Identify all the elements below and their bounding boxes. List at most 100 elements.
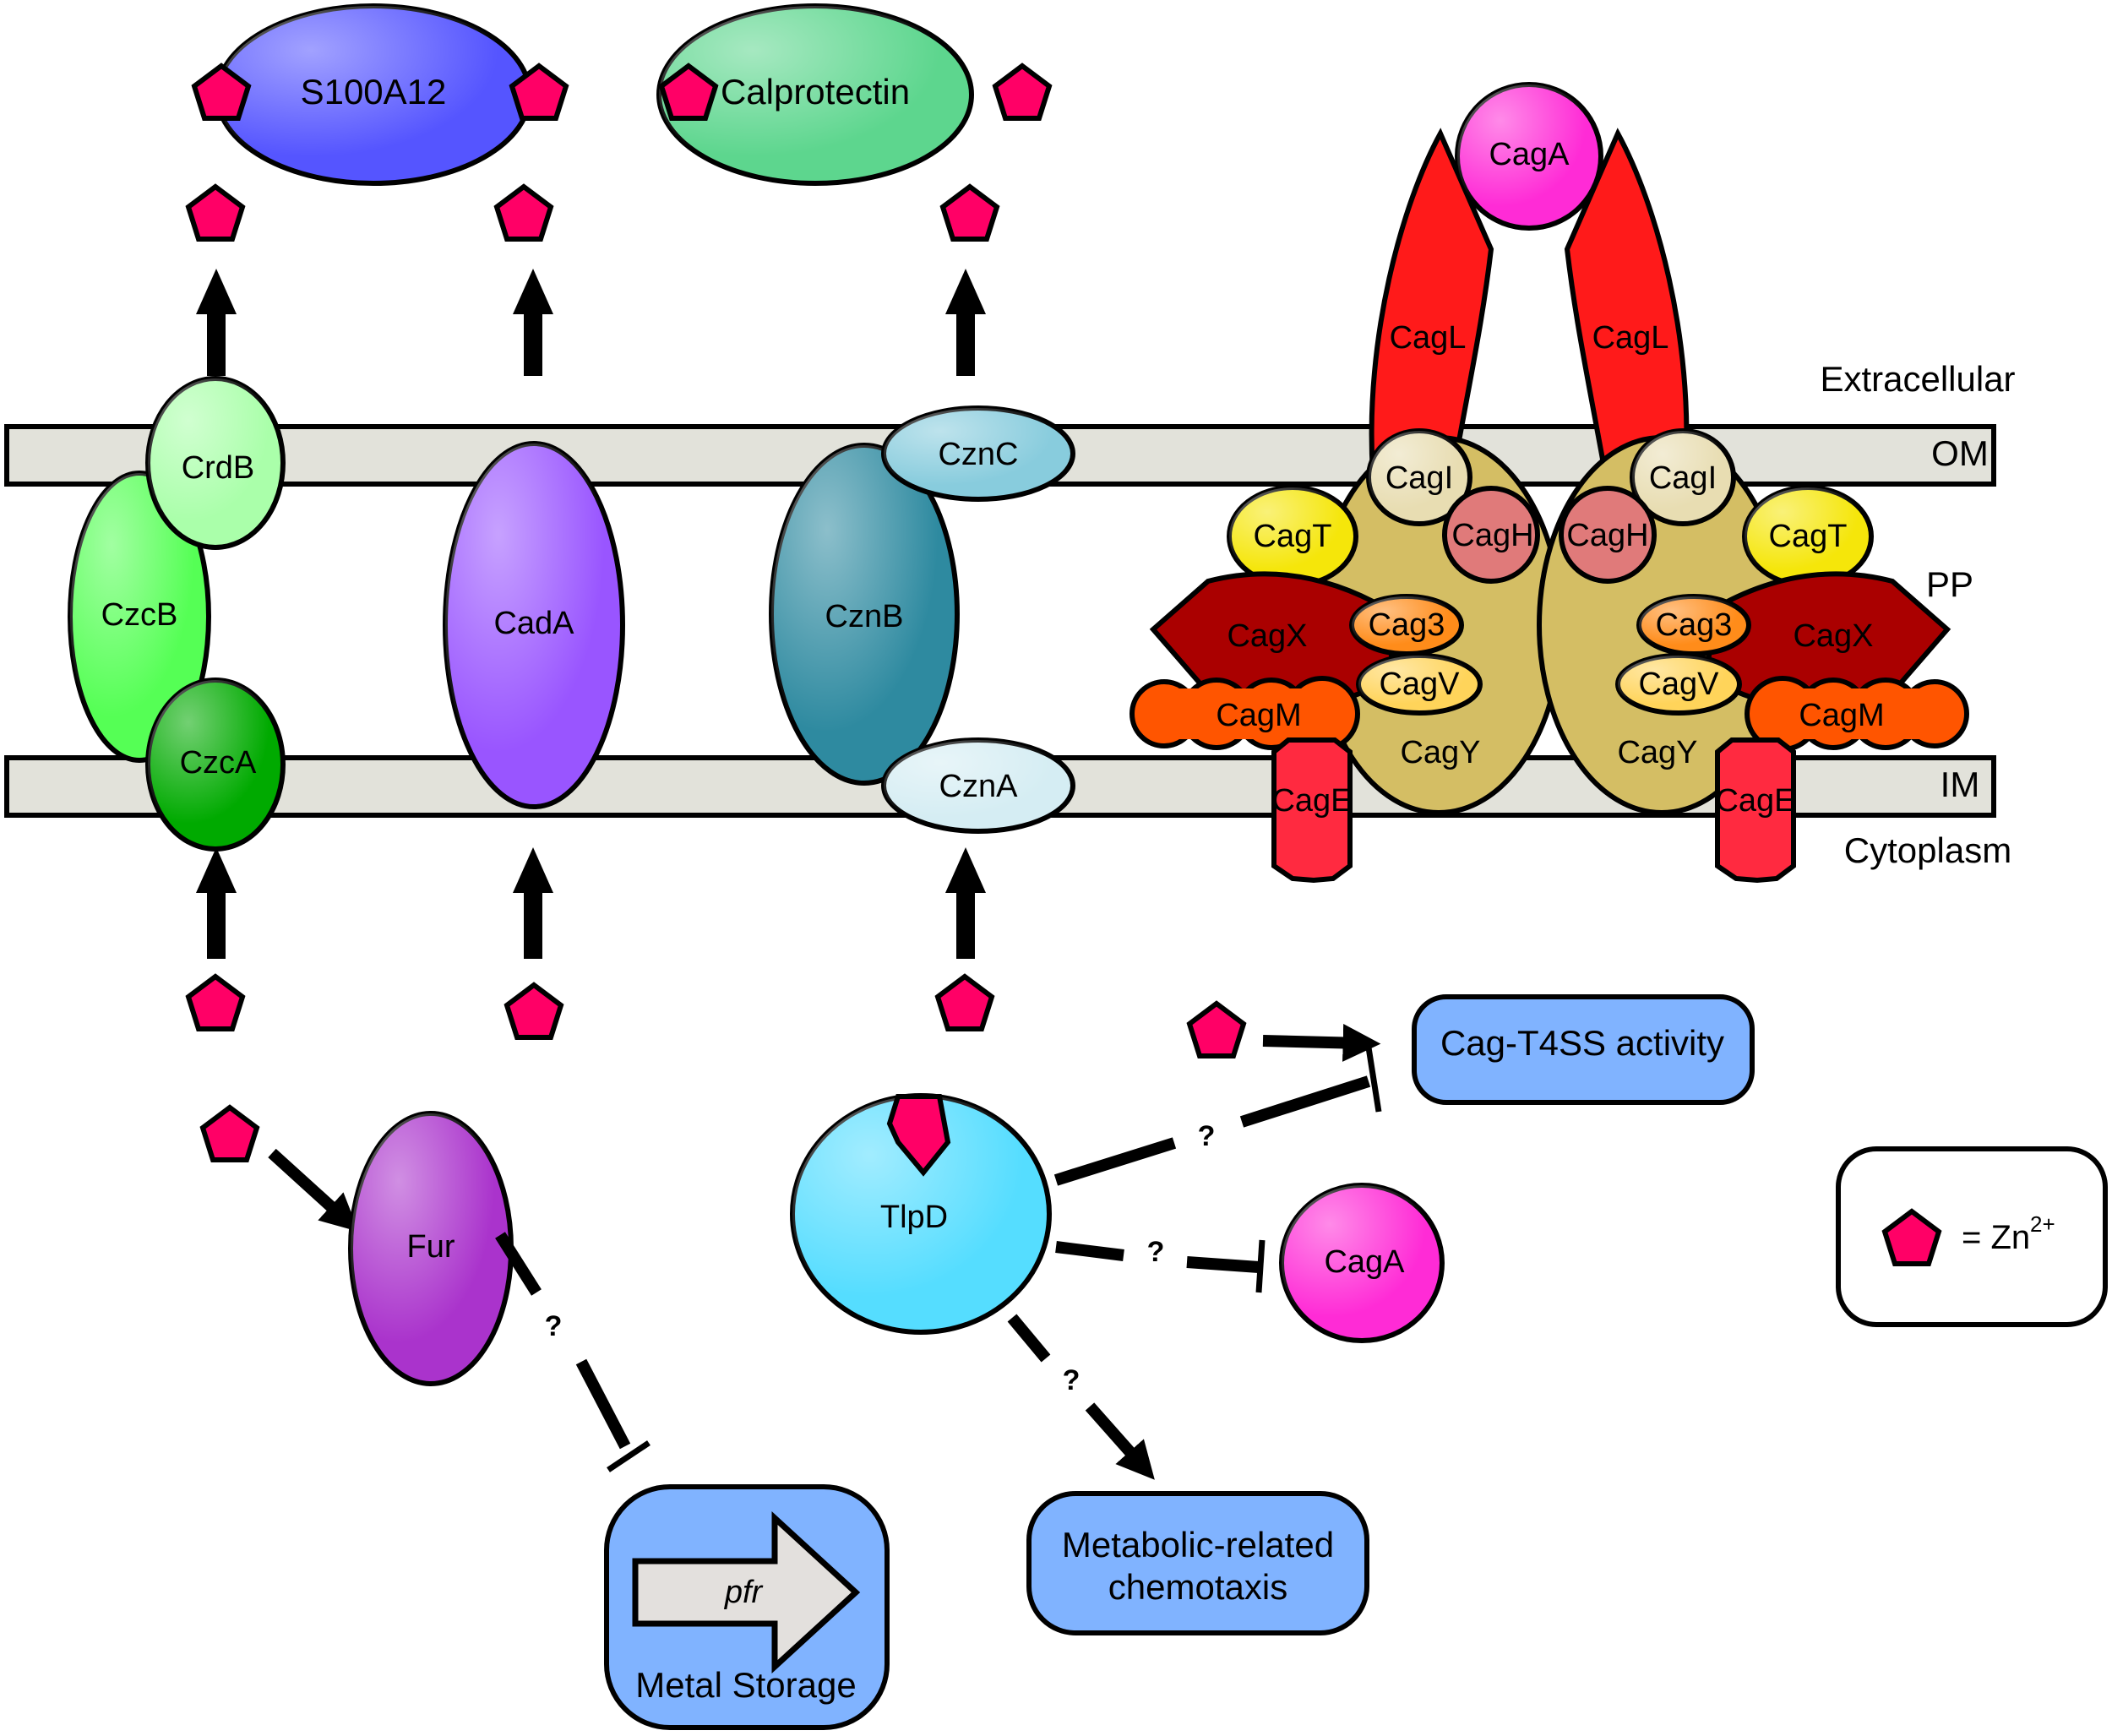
svg-text:CagA: CagA: [1489, 137, 1570, 172]
svg-text:pfr: pfr: [724, 1575, 764, 1610]
cagi-left-protein: CagI: [1366, 428, 1472, 526]
cagi-right-protein: CagI: [1630, 428, 1736, 526]
metal-storage-box: pfr Metal Storage: [604, 1484, 890, 1730]
cagv-right-protein: CagV: [1615, 653, 1742, 716]
svg-text:Calprotectin: Calprotectin: [721, 72, 910, 112]
svg-text:Fur: Fur: [407, 1229, 455, 1265]
cznc-protein: CznC: [881, 405, 1075, 502]
import-arrow: [513, 847, 553, 959]
svg-text:CagI: CagI: [1649, 460, 1717, 496]
svg-text:CadA: CadA: [493, 606, 574, 641]
svg-text:CagX: CagX: [1793, 618, 1873, 654]
svg-text:CzcA: CzcA: [180, 745, 257, 781]
svg-text:CagY: CagY: [1617, 735, 1697, 770]
svg-text:CagH: CagH: [1451, 518, 1533, 553]
import-arrow: [196, 847, 237, 959]
export-arrow: [196, 269, 237, 376]
svg-text:CagA: CagA: [1324, 1244, 1405, 1280]
label-extracellular: Extracellular: [1820, 359, 2015, 399]
czna-protein: CznA: [881, 737, 1075, 834]
inhibition-edge: [495, 1232, 650, 1472]
czca-protein: CzcA: [145, 678, 286, 852]
s100a12-protein: S100A12: [194, 3, 566, 186]
svg-text:CzcB: CzcB: [101, 597, 178, 633]
svg-text:CagX: CagX: [1227, 618, 1307, 654]
cagt-right-protein: CagT: [1742, 485, 1874, 588]
svg-text:Cag3: Cag3: [1656, 607, 1733, 643]
zinc-ion-icon: [497, 187, 551, 239]
activation-arrow: [268, 1148, 359, 1233]
zinc-ion-icon: [1189, 1004, 1244, 1056]
label-im: IM: [1941, 765, 1980, 804]
svg-text:TlpD: TlpD: [880, 1200, 948, 1235]
label-cytoplasm: Cytoplasm: [1844, 830, 2011, 870]
export-arrow: [945, 269, 986, 376]
cage-right-protein: CagE: [1715, 737, 1796, 884]
activation-edge: [1007, 1314, 1155, 1480]
cagh-right-protein: CagH: [1559, 486, 1657, 584]
svg-text:Cag-T4SS activity: Cag-T4SS activity: [1440, 1023, 1724, 1063]
legend-superscript: 2+: [2030, 1211, 2055, 1237]
zinc-ion-icon: [188, 977, 242, 1029]
cagv-left-protein: CagV: [1356, 653, 1483, 716]
svg-text:Metal Storage: Metal Storage: [635, 1665, 856, 1705]
legend-label: = Zn: [1962, 1219, 2030, 1256]
zinc-ion-icon: [188, 187, 242, 239]
svg-text:S100A12: S100A12: [301, 72, 447, 112]
cagh-left-protein: CagH: [1442, 486, 1540, 584]
cag-t4ss-activity-box: Cag-T4SS activity: [1412, 994, 1755, 1105]
crdb-protein: CrdB: [145, 376, 286, 550]
svg-text:CznA: CznA: [939, 769, 1019, 804]
cag3-left-protein: Cag3: [1349, 594, 1464, 656]
svg-text:CagE: CagE: [1715, 783, 1795, 819]
svg-text:CagV: CagV: [1638, 667, 1719, 702]
calprotectin-protein: Calprotectin: [656, 3, 1049, 186]
label-om: OM: [1931, 433, 1989, 473]
svg-text:CagL: CagL: [1390, 320, 1467, 356]
cagm-left-protein: CagM: [1129, 676, 1360, 752]
svg-text:CznB: CznB: [825, 599, 904, 634]
zinc-ion-icon: [507, 985, 561, 1037]
activation-arrow: [1262, 1024, 1381, 1062]
pfr-gene-arrow: [632, 1511, 861, 1673]
svg-text:CagT: CagT: [1769, 519, 1848, 554]
svg-text:CznC: CznC: [938, 437, 1018, 472]
svg-text:chemotaxis: chemotaxis: [1108, 1567, 1287, 1607]
svg-text:CagT: CagT: [1254, 519, 1332, 554]
svg-text:CagV: CagV: [1379, 667, 1460, 702]
cagl-right-protein: CagL: [1564, 128, 1690, 476]
zinc-ion-icon: [938, 977, 992, 1029]
cagx-left-protein: CagX: [1149, 571, 1397, 711]
unknown-mark: ?: [1063, 1364, 1080, 1396]
inhibition-edge: [1055, 1239, 1266, 1293]
svg-text:Cag3: Cag3: [1369, 607, 1445, 643]
unknown-mark: ?: [1147, 1236, 1165, 1268]
zinc-ion-icon: [886, 1094, 951, 1177]
cagt-left-protein: CagT: [1227, 485, 1358, 588]
cage-left-protein: CagE: [1271, 737, 1353, 884]
zinc-ion-icon: [943, 187, 997, 239]
chemotaxis-box: Metabolic-related chemotaxis: [1026, 1491, 1369, 1635]
unknown-mark: ?: [1198, 1120, 1216, 1152]
tlpd-protein: TlpD: [790, 1093, 1052, 1335]
svg-text:CagY: CagY: [1400, 735, 1480, 770]
zinc-ion-icon: [995, 66, 1049, 118]
legend-box: = Zn 2+: [1836, 1146, 2108, 1327]
svg-text:Metabolic-related: Metabolic-related: [1062, 1525, 1334, 1565]
fur-protein: Fur: [348, 1111, 514, 1386]
import-arrow: [945, 847, 986, 959]
cada-protein: CadA: [443, 441, 625, 809]
zinc-ion-icon: [203, 1107, 257, 1160]
inhibition-edge: [1053, 1047, 1382, 1186]
cag3-right-protein: Cag3: [1636, 594, 1751, 656]
czcb-protein: CzcB: [68, 471, 211, 763]
svg-text:CagM: CagM: [1216, 698, 1301, 733]
svg-text:CagE: CagE: [1271, 783, 1352, 819]
svg-text:CagI: CagI: [1385, 460, 1453, 496]
export-arrow: [513, 269, 553, 376]
cznb-protein: CznB: [769, 443, 960, 786]
caga-secreted-protein: CagA: [1455, 82, 1603, 231]
svg-text:CrdB: CrdB: [182, 450, 255, 486]
unknown-mark: ?: [545, 1310, 563, 1342]
